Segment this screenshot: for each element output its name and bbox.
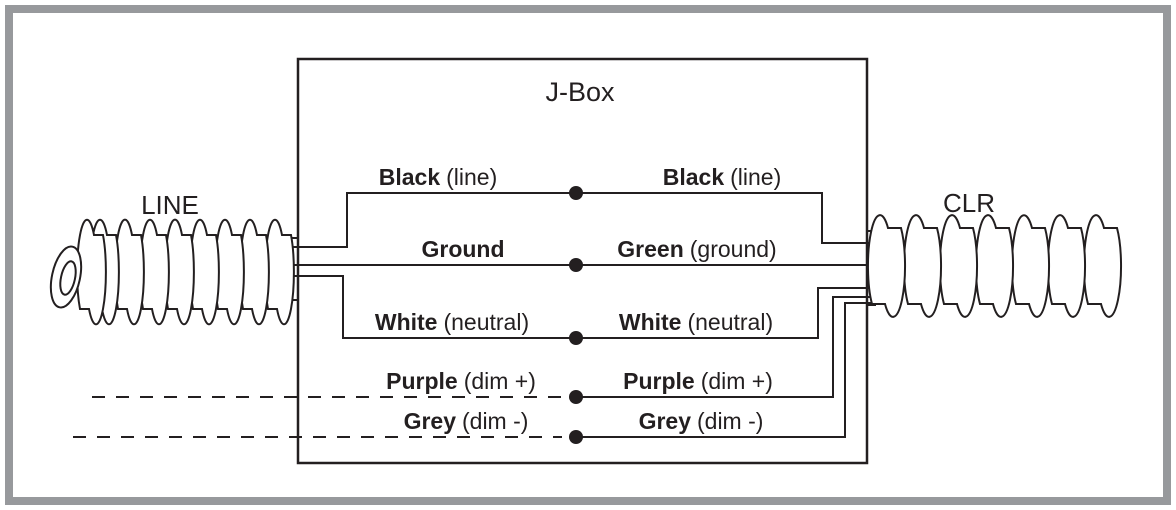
wire-purple-right [576, 296, 874, 398]
wire-color: Green [617, 236, 684, 262]
wire-color: Grey [403, 408, 456, 434]
splice-dot-black [569, 186, 583, 200]
conduit-coil [76, 218, 107, 326]
wire-grey-right [576, 302, 876, 438]
conduit-coil [264, 218, 295, 326]
conduit-bore [59, 260, 77, 296]
wire-note: (neutral) [443, 309, 530, 335]
wire-label-purple-left: Purple(dim +) [386, 368, 536, 395]
wire-label-grey-right: Grey(dim -) [639, 408, 764, 435]
wire-note: (ground) [689, 236, 777, 262]
wire-color: Purple [386, 368, 458, 394]
clr-conduit [866, 214, 1123, 318]
wire-note: (dim -) [697, 408, 764, 434]
wire-label-green-right: Green(ground) [617, 236, 776, 263]
wire-note: (dim -) [462, 408, 529, 434]
splice-dot-purple [569, 390, 583, 404]
wire-black-left [290, 192, 576, 248]
conduit-coil [214, 218, 245, 326]
wire-label-white-right: White(neutral) [619, 309, 773, 336]
conduit-coil [1010, 214, 1051, 318]
line-label: LINE [141, 190, 199, 220]
conduit-coil [114, 218, 145, 326]
splice-dot-white [569, 331, 583, 345]
wire-note: (dim +) [463, 368, 536, 394]
wire-color: Ground [421, 236, 505, 262]
conduit-coil [139, 218, 170, 326]
conduit-coil [189, 218, 220, 326]
wire-note: (dim +) [700, 368, 773, 394]
wire-note: (line) [730, 164, 782, 190]
wire-color: White [374, 309, 438, 335]
jbox-outline [296, 57, 869, 465]
wire-white-left [290, 275, 576, 339]
wire-label-black-left: Black(line) [379, 164, 498, 191]
jbox-title: J-Box [545, 77, 615, 107]
wire-note: (neutral) [687, 309, 774, 335]
wire-label-ground-left: Ground [421, 236, 504, 263]
splice-dots [569, 186, 583, 444]
wire-label-black-right: Black(line) [663, 164, 782, 191]
splice-dot-ground [569, 258, 583, 272]
wire-color: Black [662, 164, 725, 190]
conduit-coil [938, 214, 979, 318]
conduit-coil [902, 214, 943, 318]
conduit-coil [1046, 214, 1087, 318]
splice-dot-grey [569, 430, 583, 444]
wire-color: White [618, 309, 682, 335]
conduit-coil [974, 214, 1015, 318]
line-conduit [49, 218, 295, 326]
wire-color: Grey [638, 408, 691, 434]
wires-group [73, 192, 876, 438]
wire-label-purple-right: Purple(dim +) [623, 368, 773, 395]
wire-note: (line) [446, 164, 498, 190]
conduit-coil [1082, 214, 1123, 318]
conduit-coil [239, 218, 270, 326]
wire-color: Black [378, 164, 441, 190]
wire-white-right [576, 287, 874, 339]
conduit-coil [866, 214, 907, 318]
conduit-coil [164, 218, 195, 326]
clr-label: CLR [942, 188, 996, 218]
wire-color: Purple [623, 368, 695, 394]
wire-black-right [576, 192, 874, 244]
page-frame [5, 5, 1171, 505]
wire-label-white-left: White(neutral) [375, 309, 529, 336]
wire-label-grey-left: Grey(dim -) [404, 408, 529, 435]
